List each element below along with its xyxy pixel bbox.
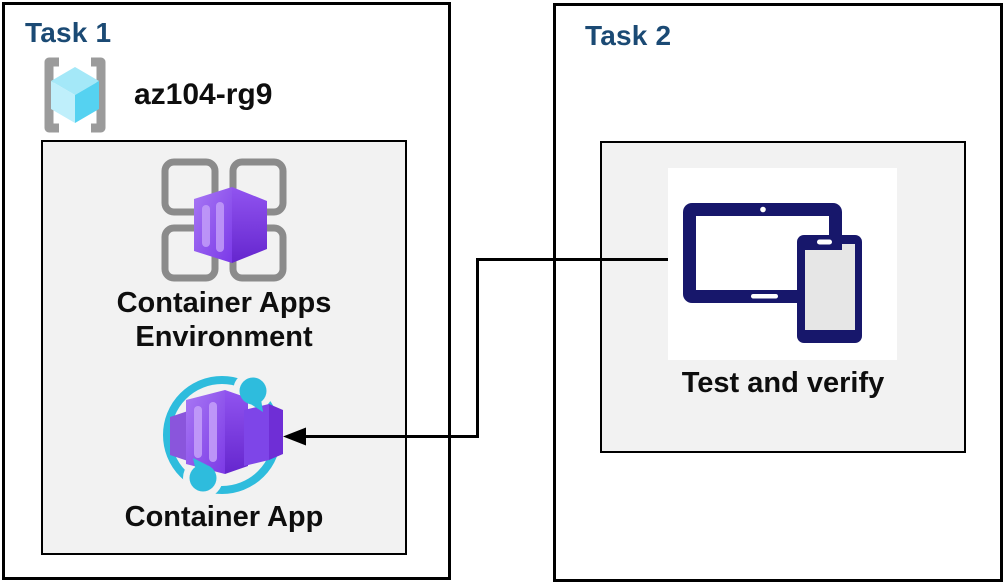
task1-panel: Task 1 az104-rg9 [2,2,451,580]
container-app-icon [163,371,283,496]
test-and-verify-icon [668,168,897,360]
environment-label-line1: Container Apps [116,287,332,319]
resource-group-icon [44,57,106,133]
container-app-label: Container App [124,501,324,533]
resource-group: az104-rg9 [33,55,272,135]
test-and-verify-label: Test and verify [681,367,885,399]
resource-group-name: az104-rg9 [134,78,273,111]
container-apps-environment-icon [161,158,287,282]
tablet-phone-icon [683,203,862,343]
task2-inner-panel: Test and verify [600,141,966,453]
container-apps-environment-label: Container Apps Environment [43,286,405,354]
task2-panel: Task 2 Test and verify [553,3,1003,582]
task1-inner-panel: Container Apps Environment [41,140,407,555]
environment-label-line2: Environment [135,321,313,353]
task2-title: Task 2 [585,20,672,51]
task1-title: Task 1 [25,17,112,48]
